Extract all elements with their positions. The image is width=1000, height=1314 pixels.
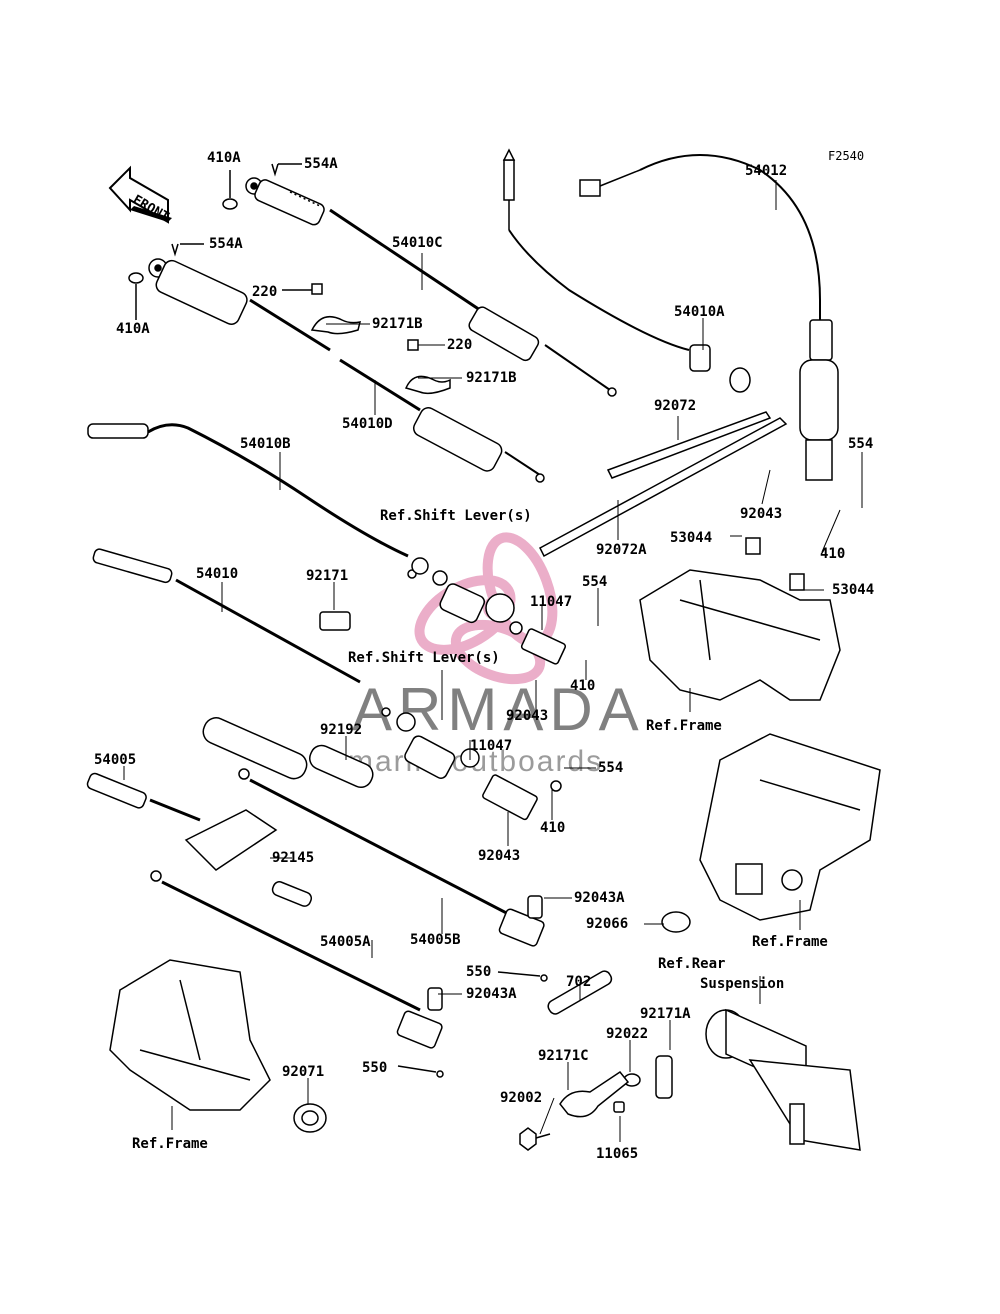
label-11065: 11065 xyxy=(596,1146,638,1162)
clamp-92171b-a xyxy=(310,315,362,335)
spring-92145 xyxy=(271,881,313,907)
pin-11065 xyxy=(613,1101,625,1113)
ref-frame-a: Ref.Frame xyxy=(646,718,722,734)
pin-92043a-a xyxy=(527,895,543,919)
bolt-220-a xyxy=(282,283,323,295)
label-92043-right: 92043 xyxy=(740,506,782,522)
label-92066: 92066 xyxy=(586,916,628,932)
label-92043-mid: 92043 xyxy=(506,708,548,724)
label-410-right: 410 xyxy=(820,546,845,562)
label-554a-top: 554A xyxy=(304,156,338,172)
label-54010b: 54010B xyxy=(240,436,291,452)
label-54012: 54012 xyxy=(745,163,787,179)
label-410-low: 410 xyxy=(540,820,565,836)
label-550-b: 550 xyxy=(362,1060,387,1076)
bolt-220-b xyxy=(407,339,419,351)
label-92145: 92145 xyxy=(272,850,314,866)
reference-labels: Ref.Shift Lever(s) Ref.Shift Lever(s) Re… xyxy=(132,508,828,1152)
rear-suspension xyxy=(705,1008,861,1151)
ref-rear-suspension-line1: Ref.Rear xyxy=(658,956,725,972)
label-54005a: 54005A xyxy=(320,934,371,950)
label-92043a-a: 92043A xyxy=(574,890,625,906)
label-410-mid: 410 xyxy=(570,678,595,694)
frame-mid-right xyxy=(699,733,881,921)
label-554-right: 554 xyxy=(848,436,873,452)
clamp-92171b-b xyxy=(404,375,451,395)
label-220-b: 220 xyxy=(447,337,472,353)
frame-lower-left xyxy=(109,959,271,1111)
label-54005b: 54005B xyxy=(410,932,461,948)
pin-554a xyxy=(171,163,302,257)
cable-54010a xyxy=(502,148,751,393)
label-11047-a: 11047 xyxy=(530,594,572,610)
label-554a-mid: 554A xyxy=(209,236,243,252)
label-92171b-b: 92171B xyxy=(466,370,517,386)
strap-92072 xyxy=(606,411,772,479)
label-92022: 92022 xyxy=(606,1026,648,1042)
pin-550-b xyxy=(397,1065,444,1078)
bolt-92002 xyxy=(519,1127,551,1151)
label-92171b-a: 92171B xyxy=(372,316,423,332)
label-92043-low: 92043 xyxy=(478,848,520,864)
ref-frame-c: Ref.Frame xyxy=(132,1136,208,1152)
label-550-a: 550 xyxy=(466,964,491,980)
label-92072a: 92072A xyxy=(596,542,647,558)
bracket-92171a xyxy=(655,1055,673,1099)
cable-54010c xyxy=(245,177,617,397)
label-92002: 92002 xyxy=(500,1090,542,1106)
label-92043a-b: 92043A xyxy=(466,986,517,1002)
pin-550-a xyxy=(497,971,548,982)
cable-54010d xyxy=(148,258,545,483)
cable-54010 xyxy=(92,548,391,717)
label-410a-top: 410A xyxy=(207,150,241,166)
label-54010c: 54010C xyxy=(392,235,443,251)
label-54010: 54010 xyxy=(196,566,238,582)
lever-92171c xyxy=(559,1070,630,1118)
label-54010a: 54010A xyxy=(674,304,725,320)
cable-54012 xyxy=(579,154,839,481)
label-92171a: 92171A xyxy=(640,1006,691,1022)
spring-assembly-upper xyxy=(411,557,567,665)
figure-code: F2540 xyxy=(828,149,864,163)
leader-lines xyxy=(123,180,863,1142)
label-92192: 92192 xyxy=(320,722,362,738)
washer-410a-top xyxy=(222,170,238,210)
ref-rear-suspension-line2: Suspension xyxy=(700,976,784,992)
ref-shift-lever-a: Ref.Shift Lever(s) xyxy=(380,508,532,524)
label-554-mid: 554 xyxy=(582,574,607,590)
label-54010d: 54010D xyxy=(342,416,393,432)
label-554-low: 554 xyxy=(598,760,623,776)
cable-54005a xyxy=(150,870,443,1049)
label-53044-b: 53044 xyxy=(832,582,874,598)
cable-54010b xyxy=(87,423,417,579)
frame-upper-right xyxy=(639,537,841,701)
label-92071: 92071 xyxy=(282,1064,324,1080)
label-702: 702 xyxy=(566,974,591,990)
label-11047-b: 11047 xyxy=(470,738,512,754)
label-92072: 92072 xyxy=(654,398,696,414)
watermark-brand: ARMADA xyxy=(352,676,645,743)
label-92171: 92171 xyxy=(306,568,348,584)
ring-92071 xyxy=(293,1103,327,1133)
ref-shift-lever-b: Ref.Shift Lever(s) xyxy=(348,650,500,666)
label-54005: 54005 xyxy=(94,752,136,768)
label-53044-a: 53044 xyxy=(670,530,712,546)
strap-92072a xyxy=(539,417,788,558)
label-92171c: 92171C xyxy=(538,1048,589,1064)
washer-410a-left xyxy=(128,272,144,320)
cap-92066 xyxy=(661,911,691,933)
label-220-a: 220 xyxy=(252,284,277,300)
cable-54005 xyxy=(86,772,278,871)
grommet-92171 xyxy=(319,611,351,631)
label-410a-left: 410A xyxy=(116,321,150,337)
front-arrow-icon: FRONT xyxy=(108,165,172,225)
pin-92043a-b xyxy=(427,987,443,1011)
ref-frame-b: Ref.Frame xyxy=(752,934,828,950)
part-labels: 410A 554A 554A 410A 54010C 220 92171B 22… xyxy=(94,150,874,1162)
